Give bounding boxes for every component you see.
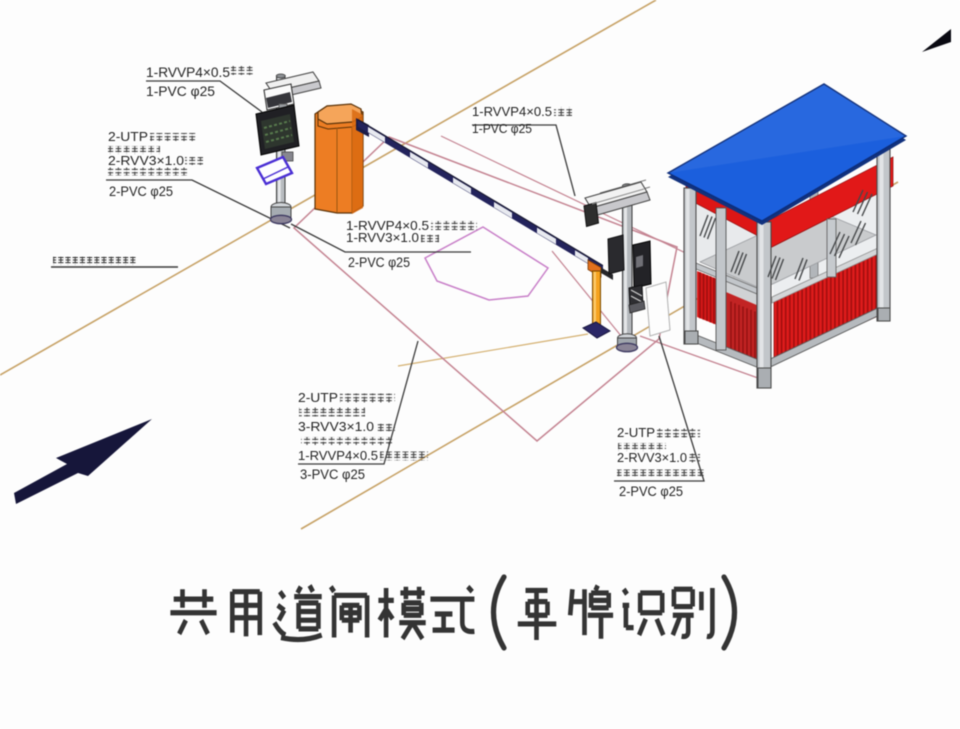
svg-text:1-RVVP4×0.5: 1-RVVP4×0.5 [146, 65, 230, 80]
svg-text:3-PVC φ25: 3-PVC φ25 [300, 467, 365, 482]
svg-text:1-RVVP4×0.5: 1-RVVP4×0.5 [346, 218, 429, 233]
svg-text:1-RVVP4×0.5: 1-RVVP4×0.5 [298, 449, 378, 463]
svg-text:3-RVV3×1.0: 3-RVV3×1.0 [298, 419, 374, 434]
svg-text:1-PVC φ25: 1-PVC φ25 [146, 84, 215, 99]
svg-text:2-PVC φ25: 2-PVC φ25 [348, 255, 410, 270]
svg-text:1-PVC φ25: 1-PVC φ25 [472, 122, 532, 136]
svg-text:2-UTP: 2-UTP [108, 129, 148, 144]
svg-text:2-RVV3×1.0: 2-RVV3×1.0 [617, 450, 687, 465]
svg-text:1-RVV3×1.0: 1-RVV3×1.0 [346, 230, 419, 245]
svg-text:2-UTP: 2-UTP [298, 390, 338, 405]
svg-text:1-RVVP4×0.5: 1-RVVP4×0.5 [472, 105, 552, 119]
svg-text:2-PVC φ25: 2-PVC φ25 [619, 484, 683, 499]
svg-text:2-RVV3×1.0: 2-RVV3×1.0 [108, 153, 184, 168]
svg-text:2-PVC φ25: 2-PVC φ25 [109, 184, 173, 199]
svg-text:2-UTP: 2-UTP [617, 425, 655, 440]
